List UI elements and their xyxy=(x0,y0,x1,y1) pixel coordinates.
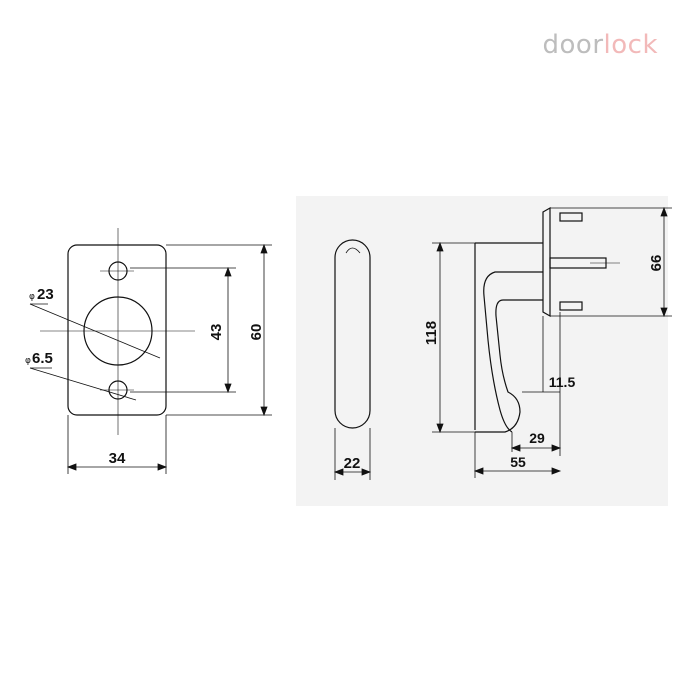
dim-hole-small: 6.5 xyxy=(32,350,53,367)
handle-side-view xyxy=(474,206,620,433)
dimension-line-55 xyxy=(473,432,562,478)
dim-width: 34 xyxy=(109,450,126,467)
dim-thickness: 22 xyxy=(344,455,361,472)
dimension-line-34 xyxy=(66,415,168,474)
diameter-leaders xyxy=(29,303,161,401)
logo-text-door: door xyxy=(542,30,604,60)
dim-handle-height: 118 xyxy=(423,321,440,345)
dim-projection: 55 xyxy=(510,454,526,470)
handle-front-view xyxy=(334,239,371,429)
rose-plate-outline xyxy=(67,244,167,416)
rose-centerlines xyxy=(40,228,195,435)
diameter-symbol-large: φ xyxy=(29,292,35,302)
side-view-backdrop xyxy=(296,196,668,506)
handle-grip-highlight xyxy=(345,247,361,254)
diameter-symbol-small: φ xyxy=(25,356,31,366)
dimension-line-22 xyxy=(333,428,372,480)
dim-height: 60 xyxy=(248,324,265,341)
dim-grip-offset: 11.5 xyxy=(549,374,576,390)
dimension-line-66 xyxy=(550,206,672,318)
rose-plate-front-view xyxy=(67,244,167,416)
dim-rose-height: 66 xyxy=(648,255,665,272)
handle-lever-front xyxy=(483,271,543,433)
handle-lever-inner xyxy=(475,299,543,433)
dimension-line-29 xyxy=(510,432,562,452)
dimension-line-43 xyxy=(130,266,236,394)
dim-hole-large: 23 xyxy=(37,286,54,303)
dimension-line-118 xyxy=(432,241,475,434)
dim-tip-length: 29 xyxy=(529,430,545,446)
logo-text-lock: lock xyxy=(603,30,658,60)
handle-grip-outline xyxy=(334,239,371,429)
dimension-line-60 xyxy=(166,243,272,417)
dim-hole-spacing: 43 xyxy=(208,324,225,341)
screw-bottom xyxy=(559,301,583,311)
dimension-line-11-5 xyxy=(522,312,561,456)
handle-back-edge xyxy=(474,242,543,430)
brand-logo: doorlock xyxy=(543,30,659,60)
screw-top xyxy=(559,212,583,222)
